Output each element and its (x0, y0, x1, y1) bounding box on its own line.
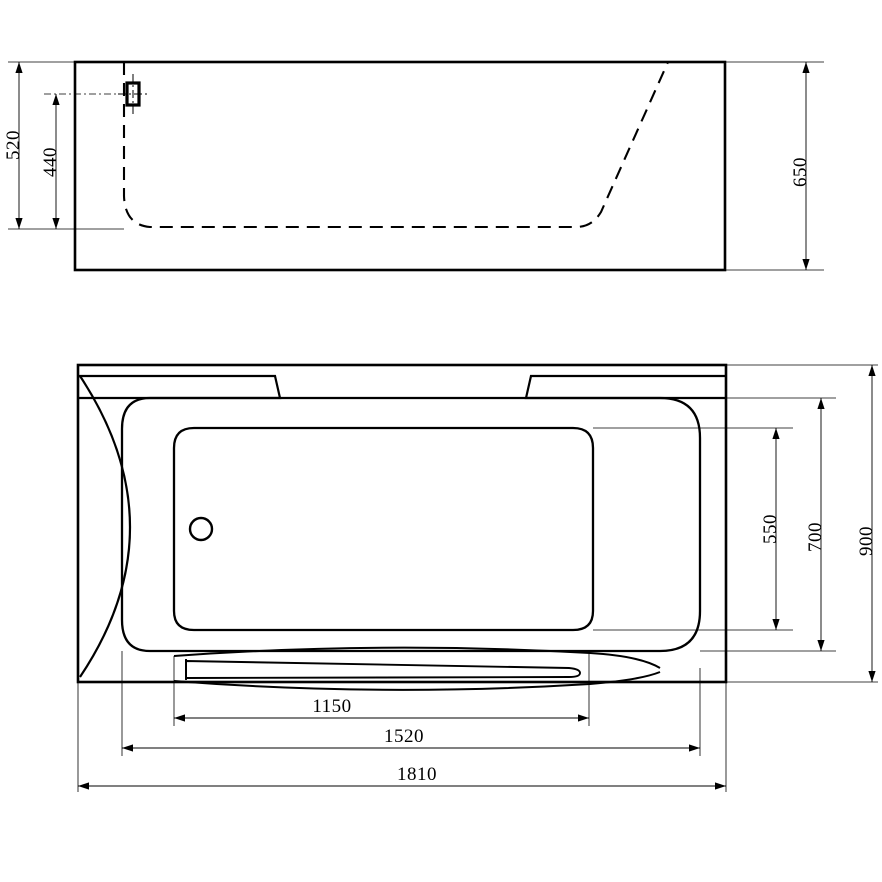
elevation-inner-profile-hidden (122, 61, 669, 229)
dim-1810-label: 1810 (397, 764, 437, 785)
dim-900: 900 (856, 365, 877, 682)
dim-650: 650 (790, 62, 811, 270)
dim-550-label: 550 (760, 514, 781, 544)
dim-650-label: 650 (790, 157, 811, 187)
plan-outer-outline (76, 363, 728, 684)
curved-backrest-arc (79, 375, 131, 678)
dim-440-label: 440 (40, 147, 61, 177)
grip-handle (173, 646, 661, 691)
dim-700-label: 700 (805, 522, 826, 552)
dim-700: 700 (805, 398, 826, 651)
dim-550: 550 (760, 428, 781, 630)
mounting-tab-right (524, 374, 726, 400)
dim-1810: 1810 (78, 764, 726, 790)
dim-520: 520 (3, 62, 24, 229)
elevation-outer-body (73, 60, 727, 272)
dim-520-label: 520 (3, 130, 24, 160)
mounting-tab-left (78, 374, 282, 400)
dim-1520: 1520 (122, 726, 700, 752)
dim-440: 440 (40, 94, 61, 229)
dim-1520-label: 1520 (384, 726, 424, 747)
front-elevation-view: 520 440 650 (3, 60, 824, 272)
dim-900-label: 900 (856, 526, 877, 556)
dim-1150: 1150 (174, 696, 589, 722)
plan-basin-outline (172, 426, 595, 632)
dim-1150-label: 1150 (312, 696, 351, 717)
plan-rim-outline (120, 396, 702, 653)
drain-hole-icon (188, 516, 214, 542)
plan-view: 550 700 900 1150 (76, 363, 878, 792)
